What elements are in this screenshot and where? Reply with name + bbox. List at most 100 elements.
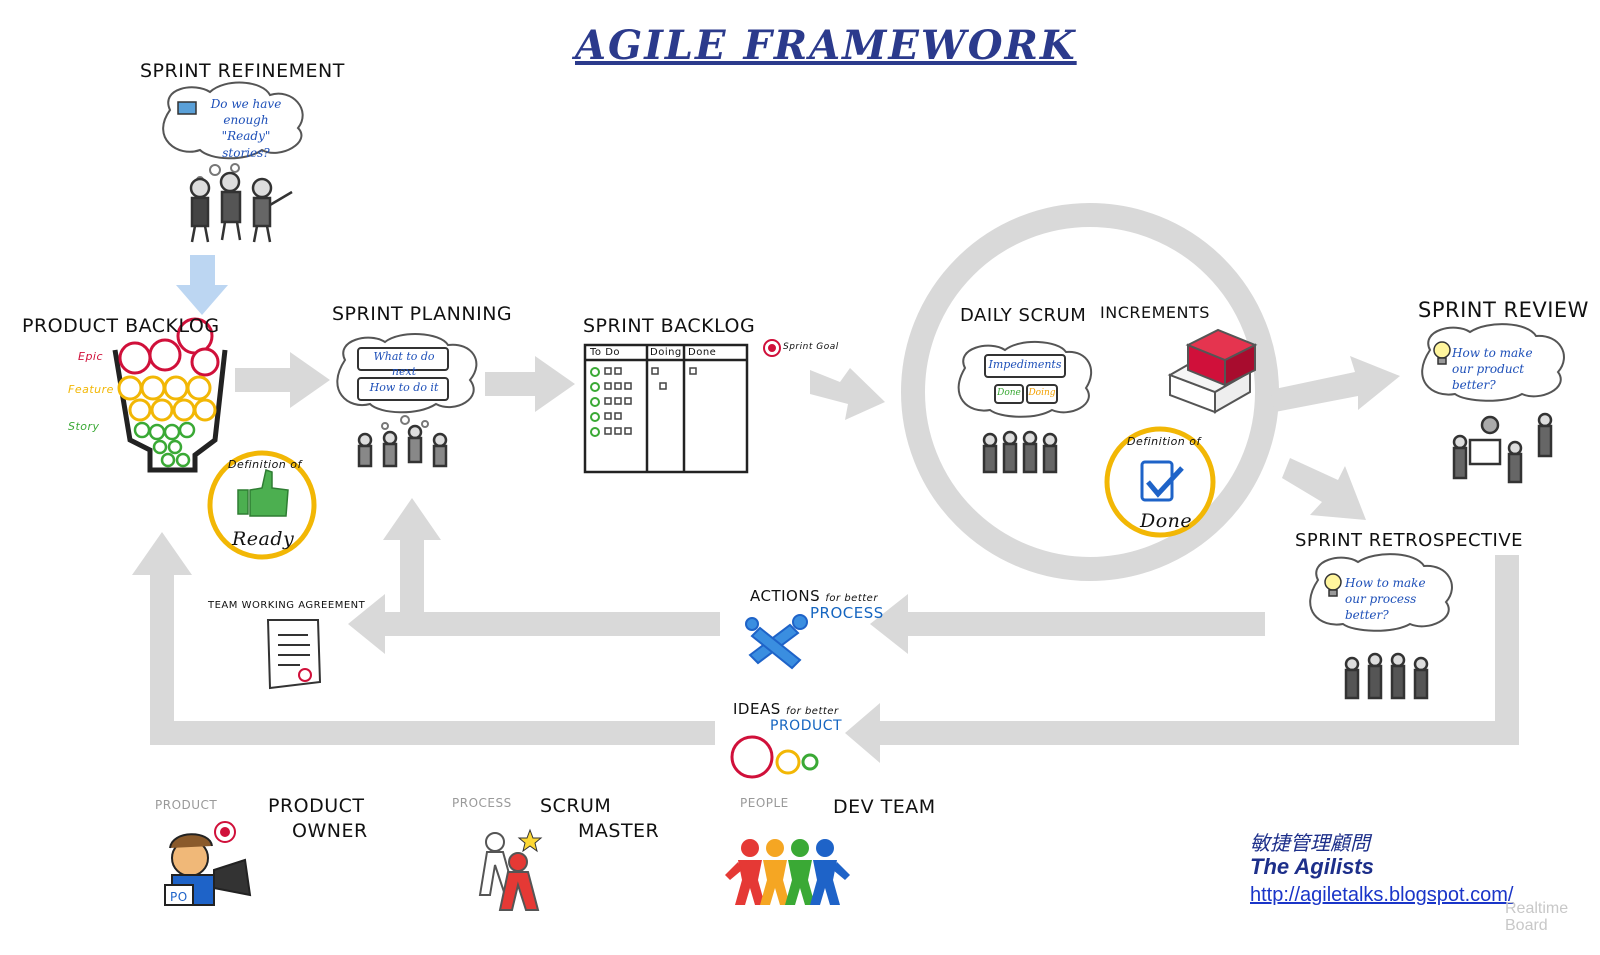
role-category-people: PEOPLE xyxy=(740,796,789,810)
board-col-done: Done xyxy=(688,347,717,358)
actions-process-label: PROCESS xyxy=(810,604,884,622)
lightbulb-icon-2 xyxy=(1324,573,1342,597)
product-backlog-label: PRODUCT BACKLOG xyxy=(22,315,220,337)
product-owner-line2: OWNER xyxy=(292,820,368,842)
footer-url-link[interactable]: http://agiletalks.blogspot.com/ xyxy=(1250,884,1514,906)
sprint-backlog-label: SPRINT BACKLOG xyxy=(583,315,756,337)
role-category-process: PROCESS xyxy=(452,796,512,810)
realtimeboard-watermark: Realtime Board xyxy=(1505,900,1568,934)
planning-people xyxy=(357,424,448,468)
review-question-line2: our product better? xyxy=(1452,362,1525,393)
sprint-review-label: SPRINT REVIEW xyxy=(1418,298,1589,322)
review-cloud xyxy=(1421,323,1565,402)
ideas-product-label: PRODUCT xyxy=(770,718,843,734)
puzzle-done-text: Done xyxy=(997,388,1021,398)
arrow-actions-to-agreement xyxy=(348,594,720,654)
retro-question: How to make our process better? xyxy=(1345,575,1455,624)
done-caption: Done xyxy=(1140,510,1193,532)
retro-cloud xyxy=(1309,553,1453,632)
ideas-for-better: for better xyxy=(786,706,839,717)
product-owner-line1: PRODUCT xyxy=(268,795,365,817)
lightbulb-icon xyxy=(1433,341,1451,365)
arrow-up-to-planning xyxy=(383,498,441,624)
arrow-sprint-backlog-to-cycle xyxy=(810,368,885,420)
sprint-goal-caption: Sprint Goal xyxy=(783,342,839,352)
scrum-master-line2: MASTER xyxy=(578,820,660,842)
refinement-people xyxy=(189,171,293,243)
role-category-product: PRODUCT xyxy=(155,798,218,812)
increments-label: INCREMENTS xyxy=(1100,303,1210,322)
monitor-icon xyxy=(177,101,197,115)
scroll-document-icon xyxy=(266,619,322,690)
refinement-question-line1: Do we have enough xyxy=(210,97,282,128)
po-badge: PO xyxy=(170,890,188,904)
ideas-label: IDEAS for better xyxy=(733,700,839,718)
page-title: AGILE FRAMEWORK xyxy=(575,22,1077,69)
target-icon xyxy=(763,339,781,357)
dev-team-label: DEV TEAM xyxy=(833,796,936,818)
footer-chinese-name: 敏捷管理顧問 xyxy=(1250,831,1370,855)
watermark-line1: Realtime xyxy=(1505,900,1569,917)
sprint-planning-label: SPRINT PLANNING xyxy=(332,303,513,325)
planning-question-2: How to do it xyxy=(369,381,439,394)
arrow-cycle-to-review xyxy=(1270,356,1400,412)
scrum-master-line1: SCRUM xyxy=(540,795,612,817)
product-backlog-funnel xyxy=(112,317,228,473)
definition-of-done-ring xyxy=(1104,426,1216,538)
actions-for-better: for better xyxy=(825,593,878,604)
refinement-question-line2: "Ready" stories? xyxy=(221,129,271,160)
daily-scrum-cloud xyxy=(957,340,1093,418)
board-col-doing: Doing xyxy=(650,347,682,358)
epic-label: Epic xyxy=(78,350,104,363)
daily-scrum-people xyxy=(982,430,1058,474)
board-col-todo: To Do xyxy=(590,347,621,358)
daily-scrum-label: DAILY SCRUM xyxy=(960,305,1087,326)
story-label: Story xyxy=(68,420,100,433)
sprint-refinement-label: SPRINT REFINEMENT xyxy=(140,60,345,82)
arrow-backlog-to-planning xyxy=(235,352,330,408)
target-icon-2 xyxy=(214,821,236,843)
puzzle-doing-text: Doing xyxy=(1028,388,1056,398)
checklist-icon xyxy=(1140,460,1184,502)
arrow-review-to-ideas xyxy=(845,555,1519,763)
ideas-circles xyxy=(730,735,819,779)
thumbs-up-icon xyxy=(237,469,289,517)
actions-word: ACTIONS xyxy=(750,587,821,605)
review-question-line1: How to make xyxy=(1452,346,1533,360)
refinement-question: Do we have enough "Ready" stories? xyxy=(196,96,296,161)
review-question: How to make our product better? xyxy=(1452,345,1562,394)
arrow-refinement-to-backlog xyxy=(176,255,228,315)
definition-of-ready-caption: Definition of xyxy=(228,458,302,471)
sprint-backlog-board xyxy=(583,343,749,474)
arrow-ideas-to-backlog xyxy=(132,532,715,745)
sprint-retrospective-label: SPRINT RETROSPECTIVE xyxy=(1295,530,1524,551)
retro-question-line1: How to make xyxy=(1345,576,1426,590)
retro-people xyxy=(1344,652,1429,700)
refinement-cloud xyxy=(162,81,304,160)
arrow-planning-to-sprint-backlog xyxy=(485,356,575,412)
sprint-cycle-ring xyxy=(901,203,1279,581)
ready-caption: Ready xyxy=(232,528,295,550)
feature-label: Feature xyxy=(68,383,114,396)
team-working-agreement-label: TEAM WORKING AGREEMENT xyxy=(208,600,366,611)
impediments-text: Impediments xyxy=(988,358,1062,371)
arrow-retro-to-actions xyxy=(870,594,1265,654)
lego-blocks-icon xyxy=(1167,328,1258,414)
arrow-cycle-to-retrospective xyxy=(1282,458,1366,520)
scrum-master-figure xyxy=(478,828,543,911)
impediments-puzzle xyxy=(984,354,1066,404)
review-people xyxy=(1452,412,1553,484)
dev-team-figures xyxy=(725,839,850,905)
definition-of-done-caption: Definition of xyxy=(1127,435,1201,448)
retro-question-line2: our process better? xyxy=(1345,592,1417,623)
watermark-line2: Board xyxy=(1505,917,1548,934)
footer-brand-name: The Agilists xyxy=(1250,854,1374,879)
planning-question-1: What to do next xyxy=(373,350,435,378)
actions-label: ACTIONS for better xyxy=(750,587,878,605)
ideas-word: IDEAS xyxy=(733,700,781,718)
planning-cloud xyxy=(336,333,478,414)
product-owner-figure xyxy=(164,833,252,906)
tools-icon xyxy=(745,614,808,670)
